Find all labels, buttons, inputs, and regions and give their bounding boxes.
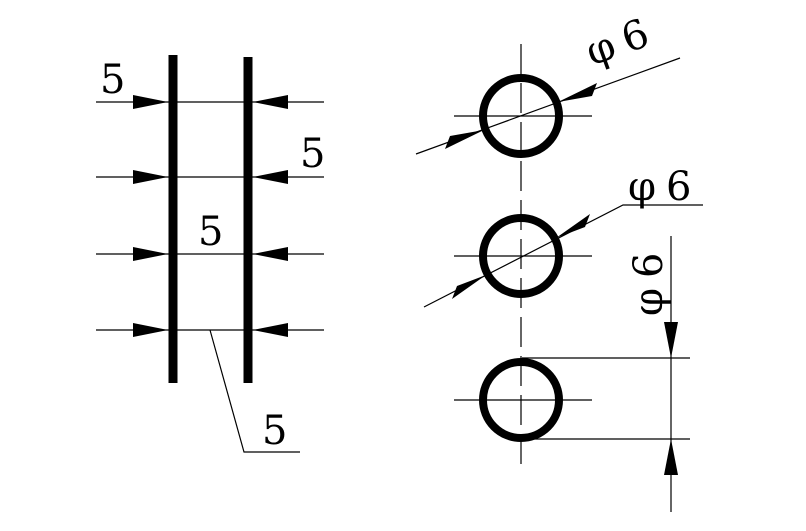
diameter-label-top: φ6 [580, 10, 655, 75]
dimension-label-right: 5 [300, 131, 325, 177]
parallel-arrowheads [133, 95, 288, 337]
arrowhead [664, 439, 678, 475]
dimension-label-top-left: 5 [100, 57, 125, 103]
arrowhead [452, 275, 486, 299]
arrowhead [253, 323, 288, 337]
diameter-label-vertical: φ6 [626, 253, 672, 316]
diameter-line-middle [423, 204, 703, 308]
arrowhead [133, 170, 168, 184]
arrowhead [133, 247, 168, 261]
arrowhead [253, 95, 288, 109]
circle-top [479, 74, 563, 158]
diameter-symbol: φ [580, 23, 622, 76]
circle-middle [479, 214, 563, 298]
arrowhead [253, 247, 288, 261]
arrowhead [133, 95, 168, 109]
circle-arrowheads [445, 83, 678, 475]
arrowhead [253, 170, 288, 184]
leader-line [209, 329, 300, 453]
arrowhead [664, 322, 678, 358]
arrowhead [556, 214, 590, 238]
diameter-symbol: φ [626, 288, 672, 316]
diameter-value: 6 [615, 10, 655, 62]
diameter-value: 6 [626, 253, 672, 278]
arrowhead [445, 130, 484, 149]
diameter-symbol: φ [628, 164, 656, 210]
arrowhead [133, 323, 168, 337]
dimension-label-leader: 5 [262, 408, 287, 454]
arrowhead [558, 83, 597, 102]
diameter-value: 6 [666, 164, 691, 210]
circle-bottom [479, 358, 563, 442]
dimension-label-middle: 5 [198, 209, 223, 255]
